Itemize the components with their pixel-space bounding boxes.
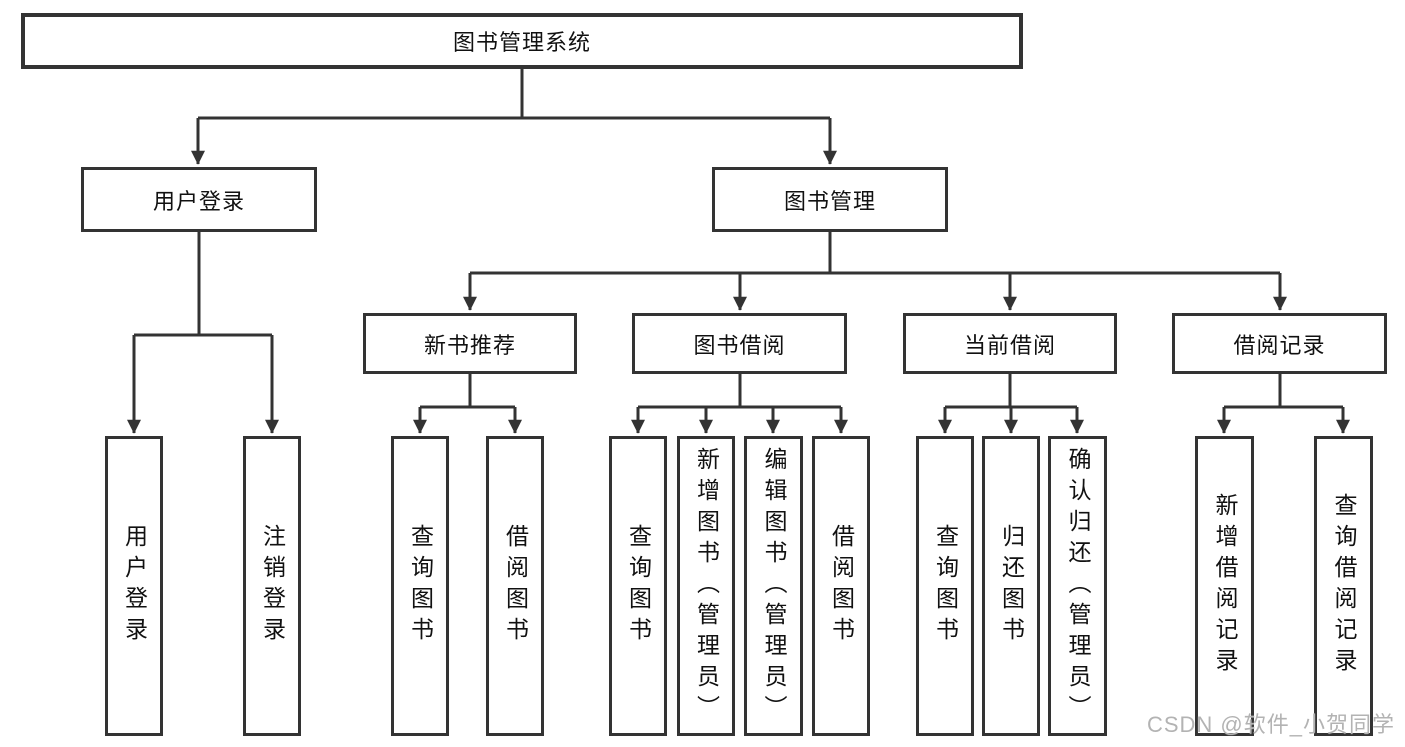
leaf-label: 注销登录 bbox=[259, 524, 286, 648]
leaf-label: 借阅图书 bbox=[828, 524, 855, 648]
leaf-logout: 注销登录 bbox=[243, 436, 301, 736]
leaf-recommend-query-books: 查询图书 bbox=[391, 436, 449, 736]
leaf-label: 查询图书 bbox=[932, 524, 959, 648]
leaf-records-add-record: 新增借阅记录 bbox=[1195, 436, 1254, 736]
leaf-label: 查询图书 bbox=[407, 524, 434, 648]
leaf-label: 借阅图书 bbox=[502, 524, 529, 648]
node-borrowing-records: 借阅记录 bbox=[1172, 313, 1387, 374]
node-label: 图书管理 bbox=[783, 188, 876, 214]
node-label: 当前借阅 bbox=[963, 332, 1056, 358]
node-current-borrowing: 当前借阅 bbox=[903, 313, 1117, 374]
leaf-borrowing-query-books: 查询图书 bbox=[609, 436, 667, 736]
leaf-current-confirm-return-admin: 确认归还（管理员） bbox=[1048, 436, 1107, 736]
node-new-book-recommend: 新书推荐 bbox=[363, 313, 577, 374]
node-book-management: 图书管理 bbox=[712, 167, 948, 232]
leaf-borrowing-borrow-books: 借阅图书 bbox=[812, 436, 870, 736]
leaf-current-query-books: 查询图书 bbox=[916, 436, 974, 736]
node-book-borrowing: 图书借阅 bbox=[632, 313, 847, 374]
leaf-user-login: 用户登录 bbox=[105, 436, 163, 736]
leaf-label: 新增借阅记录 bbox=[1212, 493, 1238, 679]
node-label: 图书管理系统 bbox=[452, 30, 591, 55]
leaf-borrowing-add-books-admin: 新增图书（管理员） bbox=[677, 436, 735, 736]
node-library-management-system: 图书管理系统 bbox=[21, 13, 1023, 69]
leaf-recommend-borrow-books: 借阅图书 bbox=[486, 436, 544, 736]
leaf-label: 用户登录 bbox=[121, 524, 148, 648]
leaf-label: 查询借阅记录 bbox=[1331, 493, 1357, 679]
node-label: 借阅记录 bbox=[1233, 332, 1326, 358]
node-label: 用户登录 bbox=[152, 188, 245, 214]
leaf-current-return-books: 归还图书 bbox=[982, 436, 1040, 736]
leaf-borrowing-edit-books-admin: 编辑图书（管理员） bbox=[744, 436, 803, 736]
leaf-label: 归还图书 bbox=[998, 524, 1025, 648]
leaf-label: 新增图书（管理员） bbox=[693, 446, 720, 726]
leaf-label: 确认归还（管理员） bbox=[1065, 446, 1091, 726]
leaf-records-query-record: 查询借阅记录 bbox=[1314, 436, 1373, 736]
leaf-label: 查询图书 bbox=[625, 524, 652, 648]
leaf-label: 编辑图书（管理员） bbox=[761, 446, 787, 726]
node-user-login: 用户登录 bbox=[81, 167, 317, 232]
csdn-watermark: CSDN @软件_小贺同学 bbox=[1146, 712, 1395, 737]
node-label: 图书借阅 bbox=[693, 332, 786, 358]
node-label: 新书推荐 bbox=[423, 332, 516, 358]
